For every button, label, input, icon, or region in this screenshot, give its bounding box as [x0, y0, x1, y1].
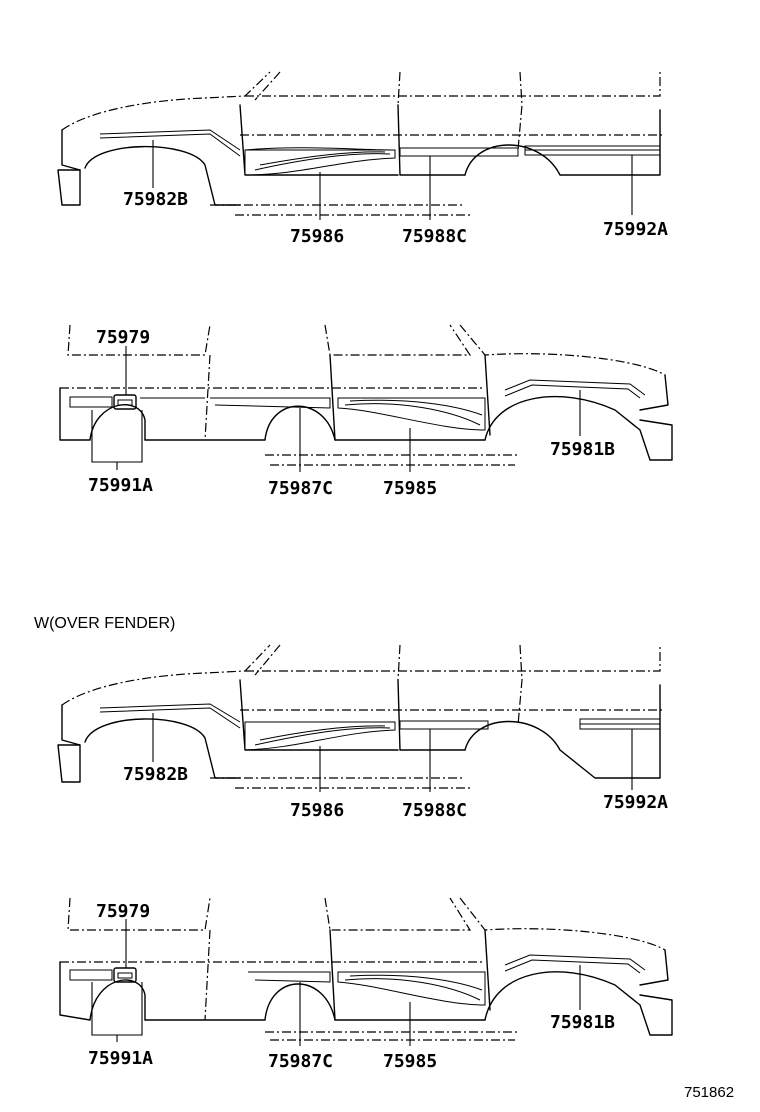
part-label-door-stripe: 75987C [268, 1051, 333, 1072]
part-label-rear-stripe: 75992A [603, 792, 668, 813]
front-stripe [99, 703, 241, 729]
illustration-ref-number: 751862 [684, 1084, 734, 1101]
part-label-main-graphic: 75986 [290, 226, 344, 247]
front-stripe [99, 129, 241, 157]
main-graphic [244, 149, 396, 176]
part-label-emblem: 75979 [96, 327, 150, 348]
vehicle-outline [59, 324, 673, 466]
part-label-front-stripe: 75982B [123, 764, 188, 785]
main-graphic [337, 971, 486, 1006]
rear-stripe [69, 969, 113, 981]
emblem [113, 967, 137, 983]
leader-lines [91, 919, 581, 1046]
part-label-door-stripe: 75988C [402, 800, 467, 821]
part-label-rear-stripe: 75991A [88, 1048, 153, 1069]
rear-stripe [579, 718, 661, 730]
door-stripe [248, 971, 331, 983]
part-label-door-stripe: 75987C [268, 478, 333, 499]
front-stripe [504, 954, 646, 974]
leader-lines [91, 346, 581, 472]
vehicle-outline [57, 644, 665, 789]
part-label-front-stripe: 75982B [123, 189, 188, 210]
front-stripe [504, 379, 646, 399]
main-graphic [337, 397, 486, 431]
view-right-side: 75979 75991A 75987C 75985 75981B [59, 324, 673, 499]
part-label-door-stripe: 75988C [402, 226, 467, 247]
part-label-front-stripe: 75981B [550, 1012, 615, 1033]
vehicle-outline [59, 897, 673, 1041]
door-stripe [140, 397, 331, 409]
view-left-side: 75982B 75986 75988C 75992A [57, 71, 668, 247]
rear-stripe [69, 396, 113, 408]
part-label-main-graphic: 75985 [383, 478, 437, 499]
part-label-rear-stripe: 75991A [88, 475, 153, 496]
leader-lines [152, 713, 633, 792]
door-stripe [399, 720, 489, 730]
rear-stripe [524, 145, 661, 156]
door-stripe [399, 147, 519, 157]
part-label-emblem: 75979 [96, 901, 150, 922]
part-label-front-stripe: 75981B [550, 439, 615, 460]
view-left-side-over-fender: 75982B 75986 75988C 75992A [57, 644, 668, 821]
view-right-side-over-fender: 75979 75991A 75987C 75985 75981B [59, 897, 673, 1072]
section-caption: W(OVER FENDER) [34, 615, 175, 632]
leader-lines [152, 140, 633, 220]
part-label-main-graphic: 75986 [290, 800, 344, 821]
part-label-main-graphic: 75985 [383, 1051, 437, 1072]
part-label-rear-stripe: 75992A [603, 219, 668, 240]
emblem [113, 394, 137, 410]
main-graphic [244, 721, 396, 751]
